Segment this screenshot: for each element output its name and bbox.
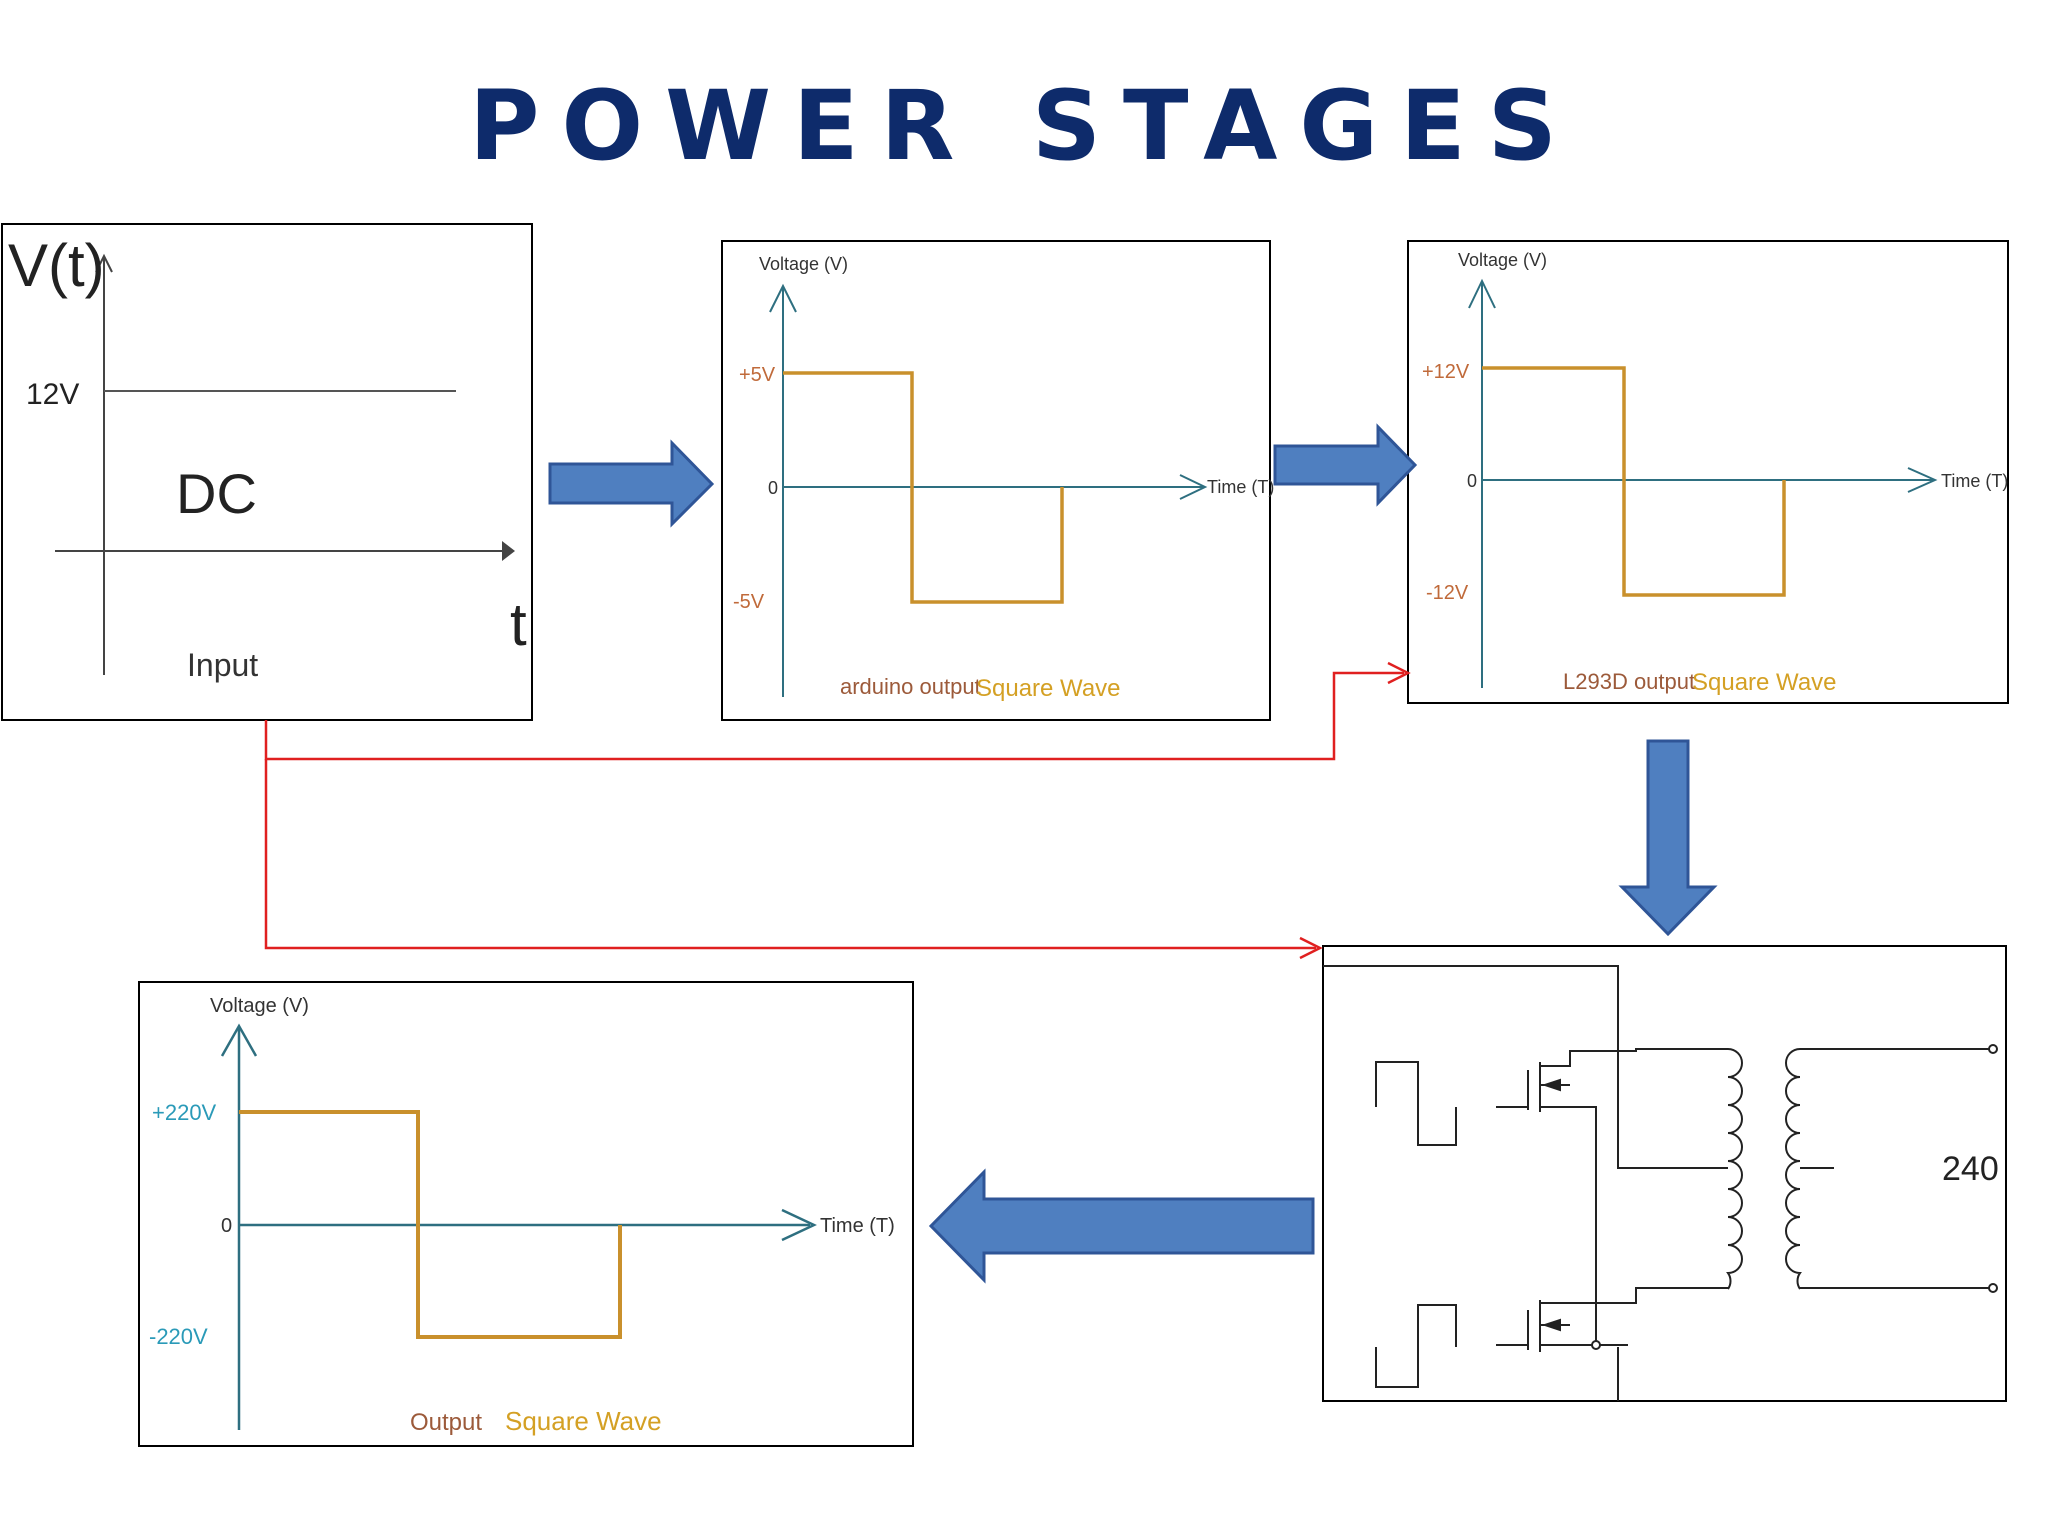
input-caption: Input: [187, 647, 258, 683]
input-level-label: 12V: [26, 378, 79, 411]
l293d-caption-prefix: L293D output: [1563, 669, 1695, 694]
input-y-axis-label: V(t): [8, 232, 105, 299]
arduino-x-axis-arrowhead: [1179, 474, 1208, 500]
output-caption-wave: Square Wave: [505, 1406, 662, 1436]
flow-arrows: [548, 423, 1718, 1284]
output-pos-label: +220V: [152, 1100, 217, 1125]
input-x-axis-label: t: [510, 591, 527, 658]
primary-coil: [1726, 1048, 1743, 1290]
dc-supply-lines: [264, 661, 1411, 960]
arrow-arduino-to-l293d: [1273, 423, 1418, 507]
l293d-x-axis-arrowhead: [1907, 467, 1938, 493]
l293d-pos-label: +12V: [1422, 361, 1470, 383]
output-neg-label: -220V: [149, 1324, 208, 1349]
input-panel: V(t) t 12V DC Input: [1, 223, 533, 721]
l293d-panel-frame: [1407, 240, 2009, 704]
arrow-input-to-arduino: [548, 439, 715, 528]
dc-supply-arrowhead-transformer: [1299, 936, 1323, 960]
arduino-panel-frame: [721, 240, 1271, 721]
input-type-label: DC: [176, 462, 257, 525]
output-y-axis-label: Voltage (V): [210, 995, 309, 1017]
secondary-coil: [1785, 1048, 1802, 1290]
arduino-x-axis-label: Time (T): [1207, 477, 1274, 497]
output-zero-label: 0: [221, 1215, 232, 1237]
input-panel-frame: [1, 223, 533, 721]
dc-supply-line-to-transformer: [264, 759, 1316, 950]
output-x-axis-arrowhead: [781, 1208, 817, 1242]
arduino-y-axis-label: Voltage (V): [759, 254, 848, 274]
arduino-square-wave: [783, 371, 1064, 604]
output-x-axis-label: Time (T): [820, 1215, 895, 1237]
dc-supply-arrowhead-l293d: [1387, 661, 1411, 685]
dc-supply-line-to-l293d: [264, 671, 1404, 761]
transformer-output-label: 240: [1942, 1150, 1999, 1188]
transformer-circuit: [1323, 965, 1998, 1401]
output-y-axis-arrowhead: [220, 1023, 258, 1057]
transformer-panel: 240: [1322, 945, 2007, 1402]
output-caption-prefix: Output: [410, 1409, 482, 1436]
l293d-y-axis-arrowhead: [1468, 278, 1496, 309]
input-x-axis-arrowhead: [502, 541, 515, 561]
page-title: POWER STAGES: [469, 70, 1579, 182]
l293d-square-wave: [1482, 366, 1786, 597]
arrow-l293d-to-transformer: [1618, 739, 1718, 937]
arduino-panel: Voltage (V) Time (T) +5V 0 -5V arduino o…: [721, 240, 1274, 721]
l293d-caption-wave: Square Wave: [1692, 669, 1837, 696]
arduino-y-axis-arrowhead: [769, 283, 797, 313]
output-panel: Voltage (V) Time (T) +220V 0 -220V Outpu…: [138, 981, 914, 1447]
l293d-y-axis-label: Voltage (V): [1458, 250, 1547, 270]
gate-pulse-top: [1375, 1061, 1457, 1146]
arrow-transformer-to-output: [928, 1168, 1315, 1284]
arduino-caption-prefix: arduino output: [840, 674, 981, 699]
input-y-axis-arrowhead: [95, 253, 113, 273]
l293d-neg-label: -12V: [1426, 582, 1469, 604]
output-panel-frame: [138, 981, 914, 1447]
l293d-x-axis-label: Time (T): [1941, 471, 2008, 491]
transformer-panel-frame: [1322, 945, 2007, 1402]
gate-pulse-bottom: [1375, 1304, 1457, 1388]
arduino-caption-wave: Square Wave: [976, 675, 1121, 702]
output-square-wave: [239, 1110, 622, 1339]
arduino-pos-label: +5V: [739, 364, 776, 386]
arduino-zero-label: 0: [768, 478, 778, 498]
l293d-panel: Voltage (V) Time (T) +12V 0 -12V L293D o…: [1407, 240, 2009, 704]
l293d-zero-label: 0: [1467, 471, 1477, 491]
arduino-neg-label: -5V: [733, 591, 765, 613]
